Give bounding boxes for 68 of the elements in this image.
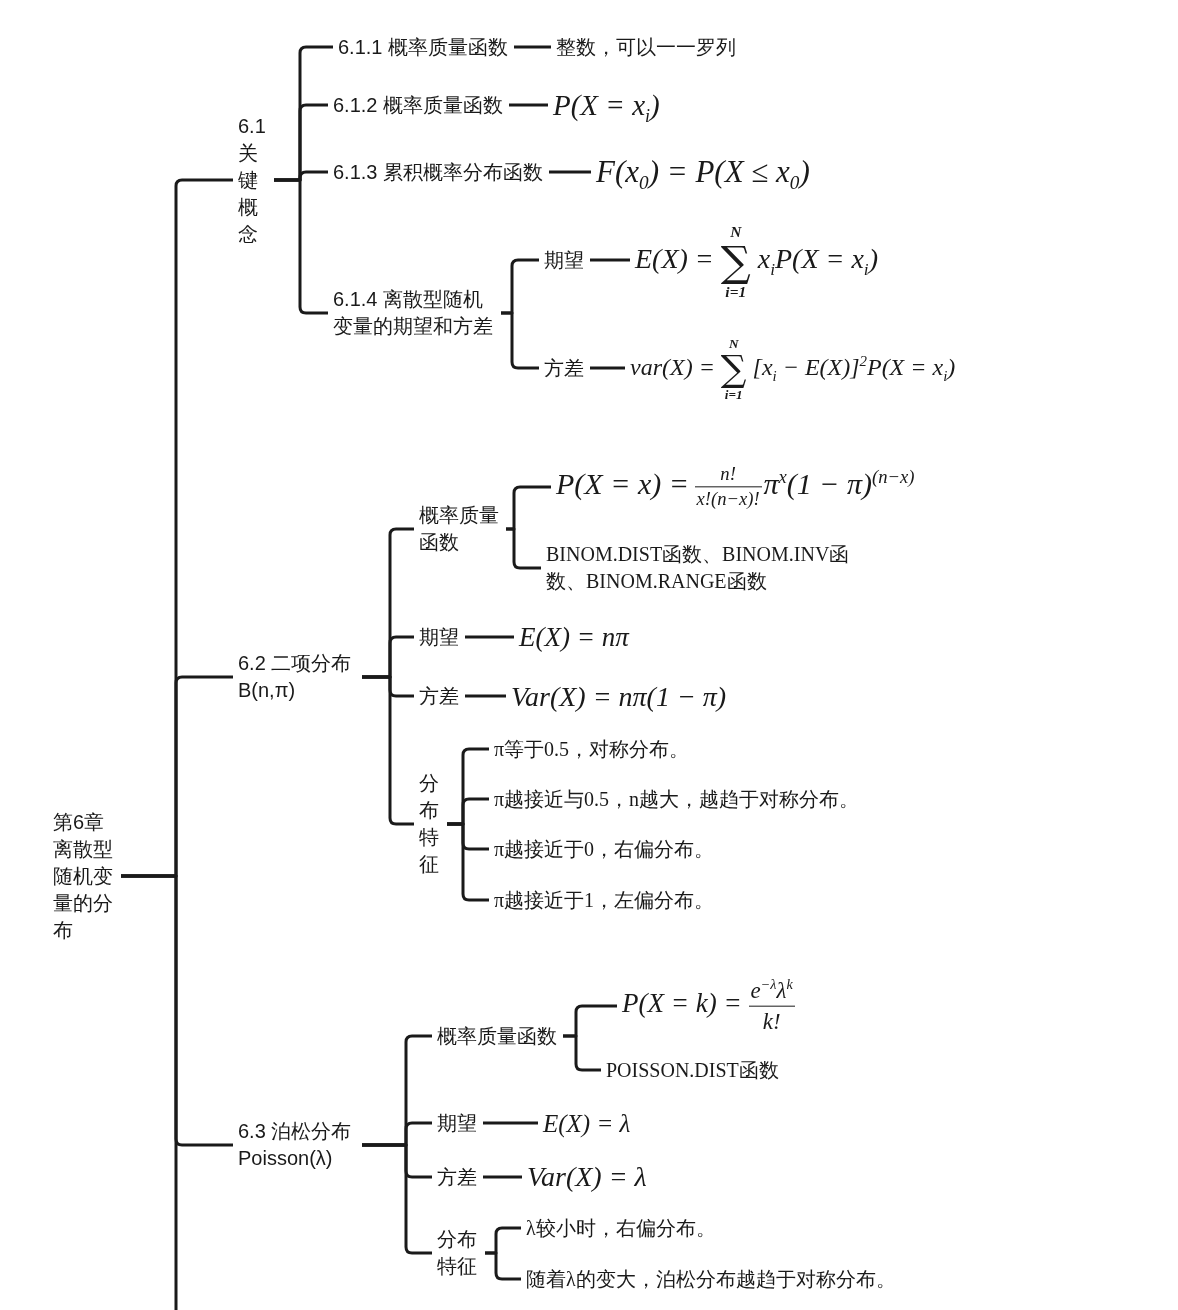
fraction-numerator: n! xyxy=(694,462,762,488)
topic-label: 期望 xyxy=(437,1109,477,1137)
description-text: π越接近于0，右偏分布。 xyxy=(494,835,715,863)
description-text: POISSON.DIST函数 xyxy=(606,1056,779,1084)
sum-sign: ∑ xyxy=(720,351,747,387)
description-text: 随着λ的变大，泊松分布越趋于对称分布。 xyxy=(526,1265,896,1293)
bracket-line xyxy=(362,1143,432,1255)
description-text: 整数，可以一一罗列 xyxy=(556,33,736,61)
formula-text: E(X) = xyxy=(635,243,714,275)
sum-limit: N xyxy=(730,223,742,241)
fraction-numerator: e$^{−λ}$λ$^{k}$ xyxy=(748,975,795,1007)
formula: F(x$_{0}$) = P(X ≤ x$_{0}$) xyxy=(596,152,810,192)
description-text: π等于0.5，对称分布。 xyxy=(494,735,690,763)
connector-line xyxy=(509,103,548,107)
formula: Var(X) = λ xyxy=(527,1158,647,1194)
subsection-label: 6.1.3 累积概率分布函数 xyxy=(333,158,544,186)
connector-line xyxy=(465,694,506,698)
sum-limit: i=1 xyxy=(724,387,743,403)
fraction-denominator: k! xyxy=(761,1007,782,1036)
formula: E(X) = λ xyxy=(543,1108,631,1140)
fraction-denominator: x!(n−x)! xyxy=(695,487,761,512)
bracket-line xyxy=(447,822,489,902)
formula-text: [x$_{i}$ − E(X)]$^{2}$P(X = x$_{i}$) xyxy=(752,353,956,380)
formula: E(X) = nπ xyxy=(519,621,629,655)
subsection-label: 6.1.2 概率质量函数 xyxy=(333,91,504,119)
sum-limit: N xyxy=(728,335,739,351)
bracket-line xyxy=(274,178,328,315)
connector-line xyxy=(514,45,551,49)
section-label: 6.2 二项分布 B(n,π) xyxy=(238,650,356,704)
connector-line xyxy=(465,635,514,639)
section-label: 6.1 关键概念 xyxy=(238,112,268,248)
section-label: 6.3 泊松分布 Poisson(λ) xyxy=(238,1118,356,1172)
bracket-line xyxy=(506,527,541,570)
topic-label: 方差 xyxy=(544,354,584,382)
bracket-line xyxy=(563,1034,601,1072)
topic-label: 方差 xyxy=(437,1163,477,1191)
connector-line xyxy=(590,366,625,370)
connector-line xyxy=(483,1121,538,1125)
description-text: λ较小时，右偏分布。 xyxy=(526,1214,716,1242)
topic-label: 期望 xyxy=(419,623,459,651)
sum-sign: ∑ xyxy=(720,241,751,283)
topic-label: 概率质量函数 xyxy=(419,502,500,556)
description-text: π越接近于1，左偏分布。 xyxy=(494,886,715,914)
connector-line xyxy=(590,258,630,262)
bracket-line xyxy=(485,1251,521,1281)
topic-label: 期望 xyxy=(544,246,584,274)
topic-label: 分布特征 xyxy=(419,770,441,878)
formula: P(X = x$_{i}$) xyxy=(553,86,660,124)
formula: Var(X) = nπ(1 − π) xyxy=(511,678,727,714)
bracket-line xyxy=(121,874,178,1310)
subsection-label: 6.1.4 离散型随机变量的期望和方差 xyxy=(333,286,495,340)
bracket-line xyxy=(501,311,539,370)
formula-text: x$_{i}$P(X = x$_{i}$) xyxy=(757,243,878,275)
topic-label: 概率质量函数 xyxy=(437,1022,557,1050)
connector-line xyxy=(483,1175,522,1179)
topic-label: 分布特征 xyxy=(437,1226,479,1280)
bracket-line xyxy=(362,675,414,826)
formula-text: P(X = k) = xyxy=(622,988,742,1019)
formula-text: var(X) = xyxy=(630,353,715,380)
connector-line xyxy=(549,170,591,174)
topic-label: 第6章离散型随机变量的分布 xyxy=(53,808,115,944)
description-text: BINOM.DIST函数、BINOM.INV函数、BINOM.RANGE函数 xyxy=(546,541,858,595)
formula-text: π$^{x}$(1 − π)$^{(n−x)}$ xyxy=(763,466,915,500)
topic-label: 方差 xyxy=(419,682,459,710)
formula-text: P(X = x) = xyxy=(556,466,689,500)
description-text: π越接近与0.5，n越大，越趋于对称分布。 xyxy=(494,785,860,813)
sum-limit: i=1 xyxy=(725,283,747,301)
subsection-label: 6.1.1 概率质量函数 xyxy=(338,33,509,61)
